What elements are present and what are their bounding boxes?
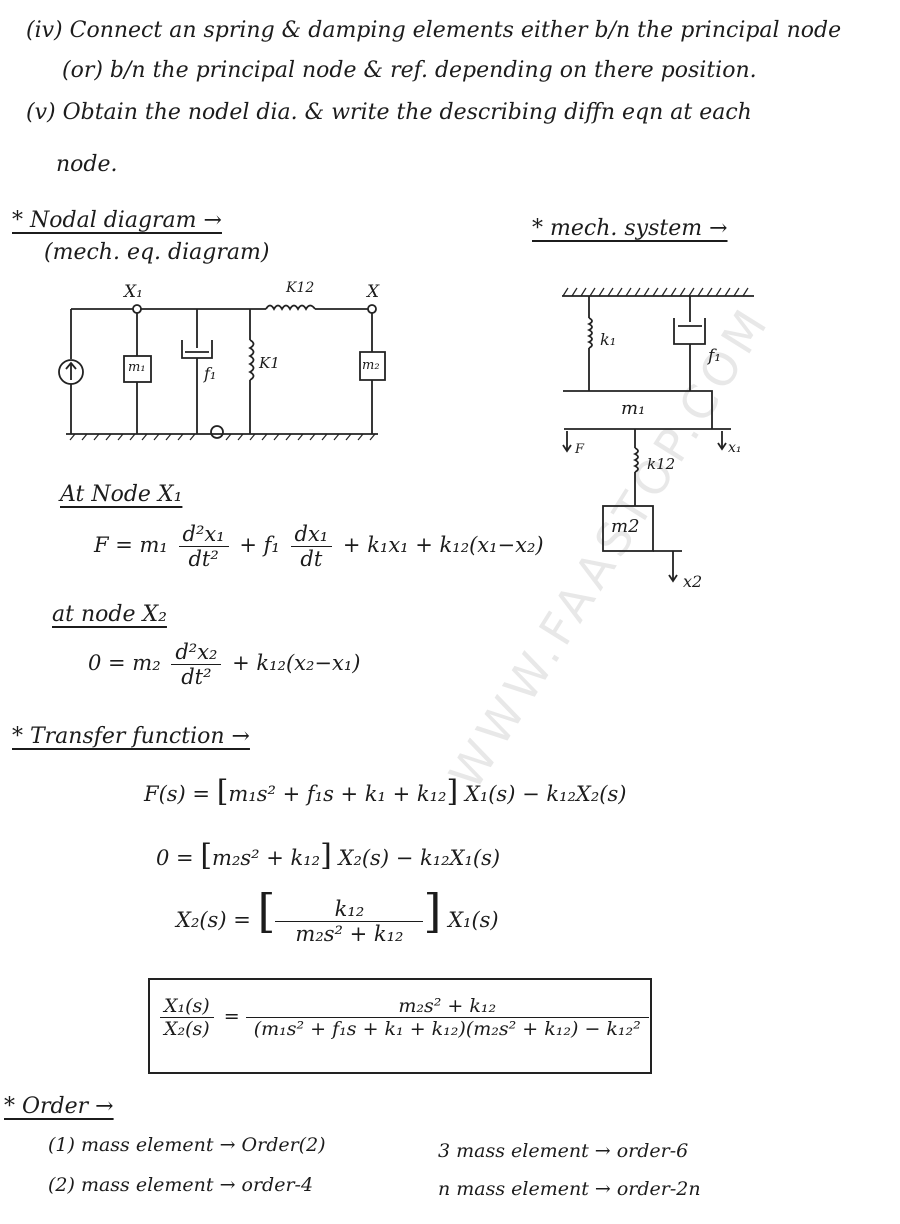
node2-title: at node X₂ [52, 602, 167, 627]
mech-label-k1: k₁ [600, 330, 617, 349]
mech-system-diagram [562, 287, 754, 583]
step-iv-line2: (or) b/n the principal node & ref. depen… [62, 58, 757, 83]
mech-label-f1: f₁ [708, 346, 722, 366]
order-item-1: (1) mass element → Order(2) [48, 1134, 326, 1156]
mech-label-x1: x₁ [728, 440, 742, 456]
step-iv-line1: (iv) Connect an spring & damping element… [26, 18, 842, 43]
nodal-label-k1: K1 [259, 354, 280, 372]
nodal-subheading: (mech. eq. diagram) [44, 240, 270, 265]
nodal-label-m1: m₁ [128, 360, 146, 375]
mech-label-F: F [575, 442, 585, 457]
nodal-label-k12: K12 [286, 280, 315, 296]
mech-label-k12: k12 [647, 455, 676, 473]
nodal-label-m2: m₂ [362, 358, 380, 373]
node1-lhs: F = m₁ [94, 533, 168, 557]
transfer-heading: * Transfer function → [12, 724, 250, 749]
order-item-3: 3 mass element → order-6 [438, 1140, 689, 1162]
result-lhs-frac: X₁(s)X₂(s) [160, 995, 214, 1040]
result-rhs-frac: m₂s² + k₁₂(m₁s² + f₁s + k₁ + k₁₂)(m₂s² +… [245, 995, 649, 1040]
transfer-eq1: F(s) = [m₁s² + f₁s + k₁ + k₁₂] X₁(s) − k… [144, 774, 627, 809]
mech-label-m2: m2 [611, 516, 640, 537]
transfer-result: X₁(s)X₂(s) = m₂s² + k₁₂(m₁s² + f₁s + k₁ … [156, 995, 649, 1040]
mech-heading: * mech. system → [532, 216, 728, 241]
nodal-heading: * Nodal diagram → [12, 208, 222, 233]
step-v-line2: node. [56, 152, 118, 177]
nodal-label-f1: f₁ [204, 364, 217, 383]
transfer-eq2-bracket: m₂s² + k₁₂ [212, 846, 321, 870]
node1-plus1: + f₁ [239, 533, 280, 557]
order-item-2: (2) mass element → order-4 [48, 1174, 314, 1196]
nodal-diagram [58, 304, 386, 441]
mech-label-x2: x2 [683, 572, 703, 591]
nodal-label-x: X [367, 282, 380, 302]
order-heading: * Order → [4, 1094, 114, 1119]
node2-rest: + k₁₂(x₂−x₁) [232, 651, 361, 675]
node2-lhs: 0 = m₂ [88, 651, 161, 675]
node1-rest: + k₁x₁ + k₁₂(x₁−x₂) [342, 533, 544, 557]
step-v-line1: (v) Obtain the nodel dia. & write the de… [26, 100, 752, 125]
node1-title: At Node X₁ [60, 482, 183, 507]
mech-label-m1: m₁ [621, 398, 646, 419]
result-box [148, 978, 652, 1074]
transfer-eq2: 0 = [m₂s² + k₁₂] X₂(s) − k₁₂X₁(s) [156, 838, 501, 873]
nodal-label-x1: X₁ [124, 282, 143, 302]
order-item-n: n mass element → order-2n [438, 1178, 701, 1200]
transfer-eq1-bracket: m₁s² + f₁s + k₁ + k₁₂ [228, 782, 447, 806]
